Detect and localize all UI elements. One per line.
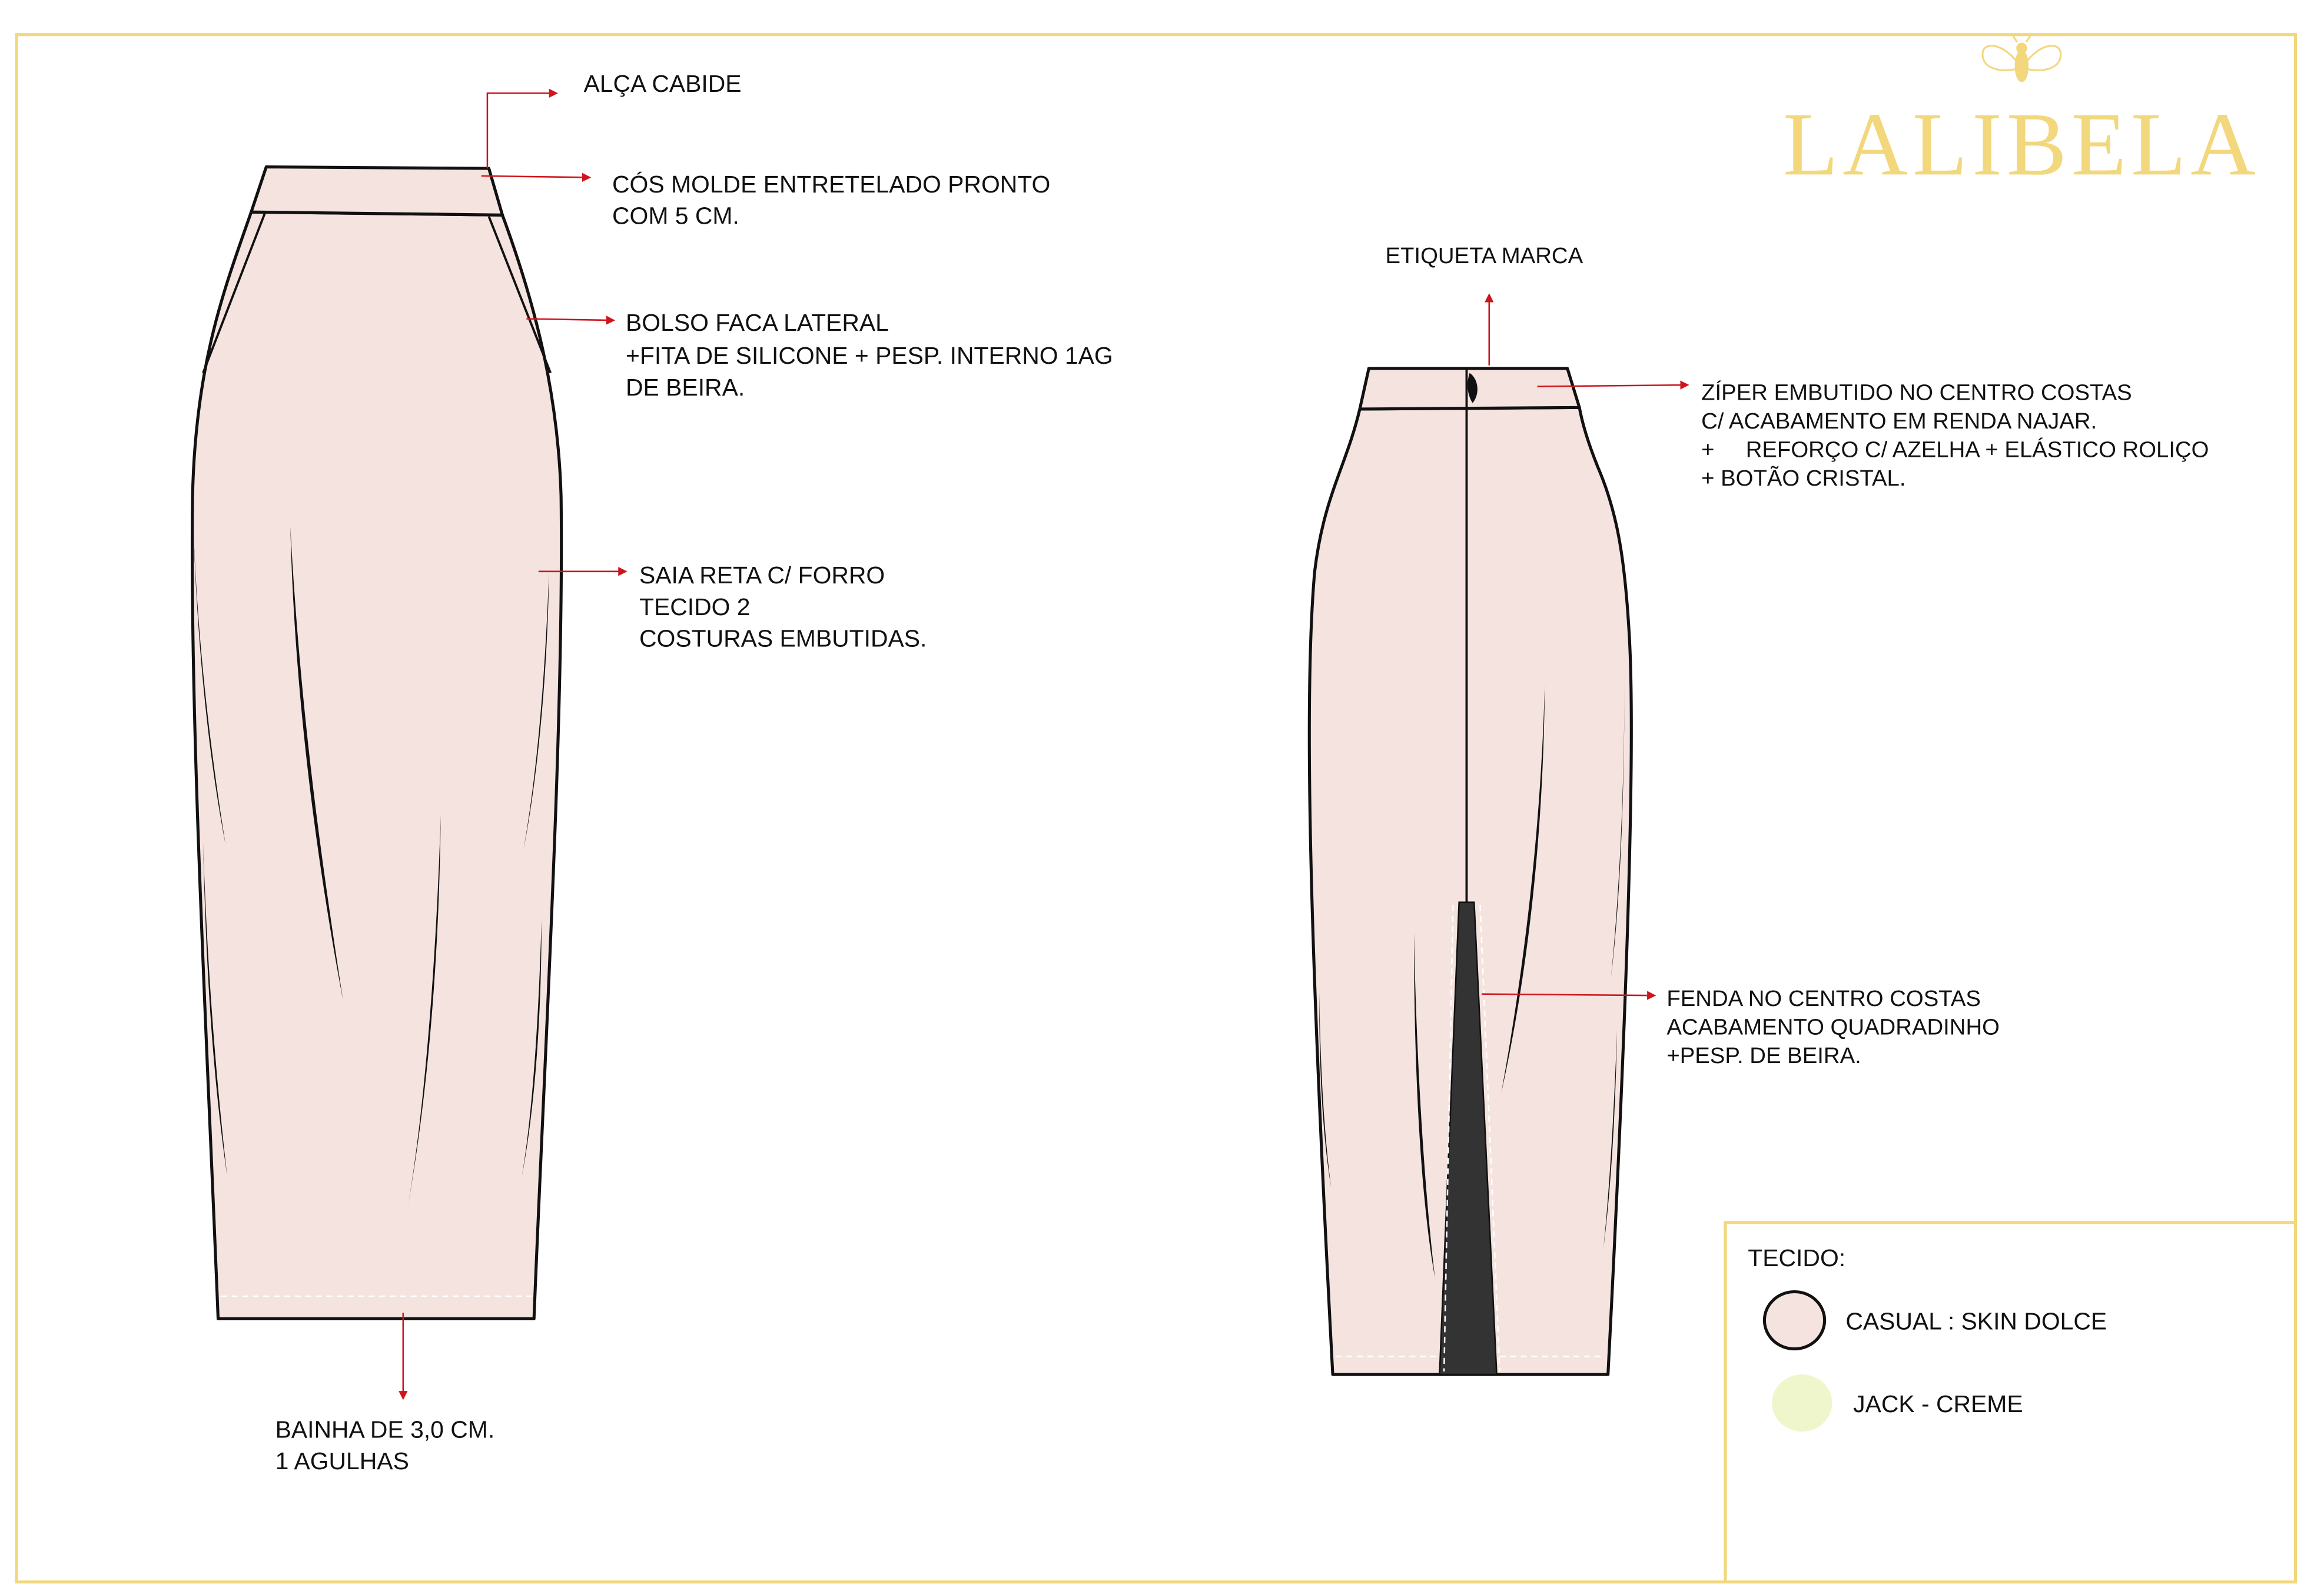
front-waistband xyxy=(250,165,504,217)
swatch-jack-creme xyxy=(1772,1374,1832,1432)
svg-text:+ BOTÃO CRISTAL.: + BOTÃO CRISTAL. xyxy=(1701,466,1905,491)
swatch-skin-dolce xyxy=(1762,1290,1827,1351)
brand-logo: LALIBELA xyxy=(1783,32,2260,194)
arrow-alca xyxy=(486,88,559,169)
label-bolso: BOLSO FACA LATERAL +FITA DE SILICONE + P… xyxy=(626,309,1113,401)
svg-text:+PESP. DE BEIRA.: +PESP. DE BEIRA. xyxy=(1666,1043,1861,1068)
svg-text:BAINHA DE 3,0 CM.: BAINHA DE 3,0 CM. xyxy=(275,1416,495,1443)
svg-text:+FITA DE SILICONE + PESP. INTE: +FITA DE SILICONE + PESP. INTERNO 1AG xyxy=(626,342,1113,369)
legend-item-label: JACK - CREME xyxy=(1853,1390,2023,1417)
label-ziper: ZÍPER EMBUTIDO NO CENTRO COSTAS C/ ACABA… xyxy=(1701,380,2209,492)
back-slit xyxy=(1439,901,1498,1376)
label-saia: SAIA RETA C/ FORRO TECIDO 2 COSTURAS EMB… xyxy=(639,562,927,652)
svg-text:C/ ACABAMENTO EM RENDA NAJAR.: C/ ACABAMENTO EM RENDA NAJAR. xyxy=(1701,409,2097,434)
brand-name: LALIBELA xyxy=(1783,94,2260,194)
label-alca-cabide: ALÇA CABIDE xyxy=(583,70,741,97)
front-skirt-body xyxy=(190,210,563,1321)
svg-text:TECIDO 2: TECIDO 2 xyxy=(639,593,751,620)
arrow-ziper xyxy=(1537,380,1689,390)
label-bainha: BAINHA DE 3,0 CM. 1 AGULHAS xyxy=(275,1416,495,1475)
page-frame xyxy=(15,33,2298,1584)
svg-text:FENDA NO CENTRO COSTAS: FENDA NO CENTRO COSTAS xyxy=(1666,986,1981,1011)
arrow-fenda xyxy=(1481,991,1656,1000)
svg-text:ACABAMENTO QUADRADINHO: ACABAMENTO QUADRADINHO xyxy=(1666,1015,2000,1040)
svg-text:1 AGULHAS: 1 AGULHAS xyxy=(275,1447,409,1475)
arrow-cos xyxy=(481,172,592,182)
svg-text:BOLSO FACA LATERAL: BOLSO FACA LATERAL xyxy=(626,309,889,336)
label-cos: CÓS MOLDE ENTRETELADO PRONTO COM 5 CM. xyxy=(612,171,1050,230)
legend-title: TECIDO: xyxy=(1748,1244,1845,1271)
label-etiqueta: ETIQUETA MARCA xyxy=(1385,243,1583,268)
svg-text:DE BEIRA.: DE BEIRA. xyxy=(626,374,745,401)
label-fenda: FENDA NO CENTRO COSTAS ACABAMENTO QUADRA… xyxy=(1666,986,2000,1068)
svg-text:CÓS MOLDE ENTRETELADO PRONTO: CÓS MOLDE ENTRETELADO PRONTO xyxy=(612,171,1050,198)
pocket-lines xyxy=(202,213,552,374)
svg-text:COM 5 CM.: COM 5 CM. xyxy=(612,202,739,230)
svg-text:ZÍPER EMBUTIDO NO CENTRO COSTA: ZÍPER EMBUTIDO NO CENTRO COSTAS xyxy=(1701,380,2132,406)
svg-text:SAIA RETA C/ FORRO: SAIA RETA C/ FORRO xyxy=(639,562,885,589)
fabric-legend: TECIDO: CASUAL : SKIN DOLCE JACK - CREME xyxy=(1748,1244,2107,1432)
legend-item-label: CASUAL : SKIN DOLCE xyxy=(1845,1307,2107,1334)
back-skirt-drawing xyxy=(1307,367,1633,1376)
front-skirt-drawing xyxy=(190,165,563,1321)
back-skirt-body xyxy=(1307,406,1633,1376)
svg-text:+ REFORÇO C/ AZELHA + ELÁS: + REFORÇO C/ AZELHA + ELÁSTICO ROLIÇO xyxy=(1701,437,2209,463)
zipper-pull-icon xyxy=(1468,373,1478,403)
legend-box xyxy=(1724,1221,2296,1582)
bee-icon xyxy=(1981,32,2062,82)
arrow-bolso xyxy=(526,316,616,325)
svg-text:COSTURAS EMBUTIDAS.: COSTURAS EMBUTIDAS. xyxy=(639,625,927,652)
